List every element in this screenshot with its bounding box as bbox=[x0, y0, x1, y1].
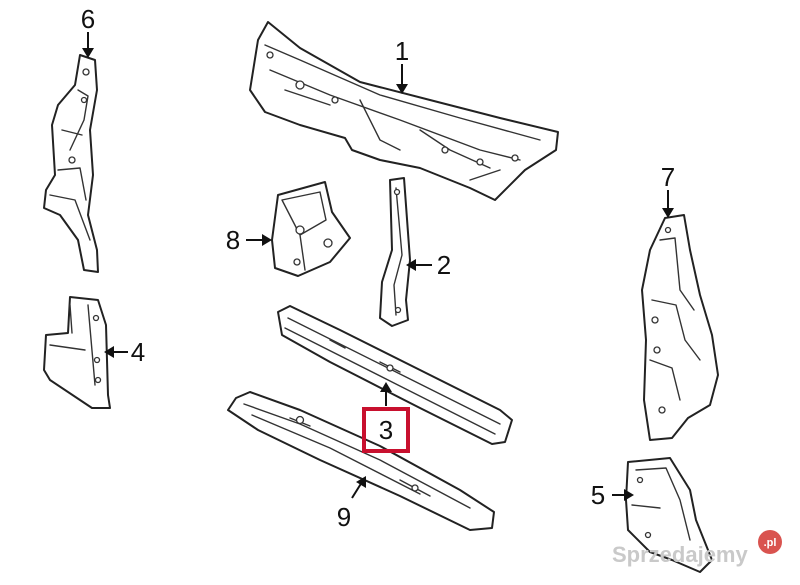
part-1 bbox=[249, 21, 559, 201]
watermark-badge-icon bbox=[758, 530, 782, 554]
callout-4: 4 bbox=[131, 337, 145, 367]
part-3 bbox=[277, 305, 513, 445]
watermark: Sprzedajemy .pl bbox=[612, 530, 782, 567]
callout-8: 8 bbox=[226, 225, 240, 255]
callout-2: 2 bbox=[437, 250, 451, 280]
callout-1: 1 bbox=[395, 36, 409, 66]
callout-numbers: 6 1 2 3 4 5 7 8 9 bbox=[81, 4, 675, 532]
part-8 bbox=[271, 181, 351, 277]
watermark-text: Sprzedajemy bbox=[612, 542, 748, 567]
part-5 bbox=[625, 457, 713, 573]
part-7 bbox=[641, 214, 719, 441]
part-2 bbox=[379, 177, 411, 327]
callout-5: 5 bbox=[591, 480, 605, 510]
part-4 bbox=[43, 296, 111, 409]
callout-3-highlight-box bbox=[362, 407, 410, 453]
callout-3: 3 bbox=[379, 415, 393, 445]
callout-6: 6 bbox=[81, 4, 95, 34]
part-6 bbox=[43, 54, 99, 273]
callout-9: 9 bbox=[337, 502, 351, 532]
leader-arrows bbox=[82, 32, 674, 501]
callout-7: 7 bbox=[661, 162, 675, 192]
watermark-badge: .pl bbox=[764, 537, 777, 549]
part-9 bbox=[227, 391, 495, 531]
